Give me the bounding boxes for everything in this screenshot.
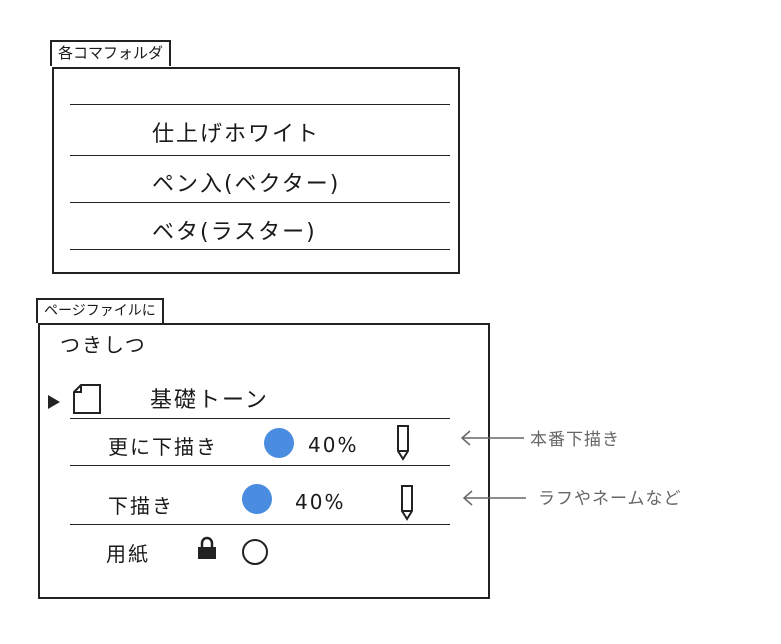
folder-icon (73, 384, 101, 414)
layer-sarani-shitagaki[interactable]: 更に下描き (108, 435, 218, 459)
annotation-honban-shitagaki: 本番下描き (530, 430, 620, 450)
lock-icon[interactable] (196, 536, 218, 560)
layer-opacity: 40% (308, 433, 359, 457)
folder-divider (70, 155, 450, 156)
layer-divider (70, 465, 450, 466)
layer-opacity: 40% (295, 490, 346, 514)
page-panel: つきしつ 基礎トーン 更に下描き 40% 下描き 40% 用紙 (38, 323, 490, 599)
layer-shitagaki[interactable]: 下描き (108, 494, 174, 518)
arrow-left-icon (462, 490, 526, 506)
folder-divider (70, 104, 450, 105)
layer-divider (70, 524, 450, 525)
expand-triangle-icon[interactable] (48, 395, 60, 409)
paper-color-circle[interactable] (242, 539, 268, 565)
pencil-icon[interactable] (400, 484, 414, 521)
arrow-left-icon (460, 430, 524, 446)
pencil-icon[interactable] (396, 424, 410, 461)
folder-panel: 仕上げホワイト ペン入(ベクター) ベタ(ラスター) (52, 67, 460, 274)
folder-panel-tab[interactable]: 各コマフォルダ (50, 40, 172, 66)
page-panel-tab[interactable]: ページファイルに (36, 298, 164, 323)
layer-color-dot (242, 484, 272, 514)
folder-row-kiso-tone[interactable]: 基礎トーン (150, 388, 269, 413)
layer-paper[interactable]: 用紙 (106, 542, 150, 566)
folder-item-shiage-white[interactable]: 仕上げホワイト (152, 122, 321, 147)
folder-divider (70, 249, 450, 250)
page-panel-subtitle: つきしつ (60, 333, 147, 357)
layer-divider (70, 418, 450, 419)
folder-item-beta-raster[interactable]: ベタ(ラスター) (152, 220, 317, 245)
folder-divider (70, 202, 450, 203)
annotation-rough-name: ラフやネームなど (538, 489, 682, 509)
folder-item-pen-vector[interactable]: ペン入(ベクター) (152, 172, 341, 197)
layer-color-dot (264, 428, 294, 458)
